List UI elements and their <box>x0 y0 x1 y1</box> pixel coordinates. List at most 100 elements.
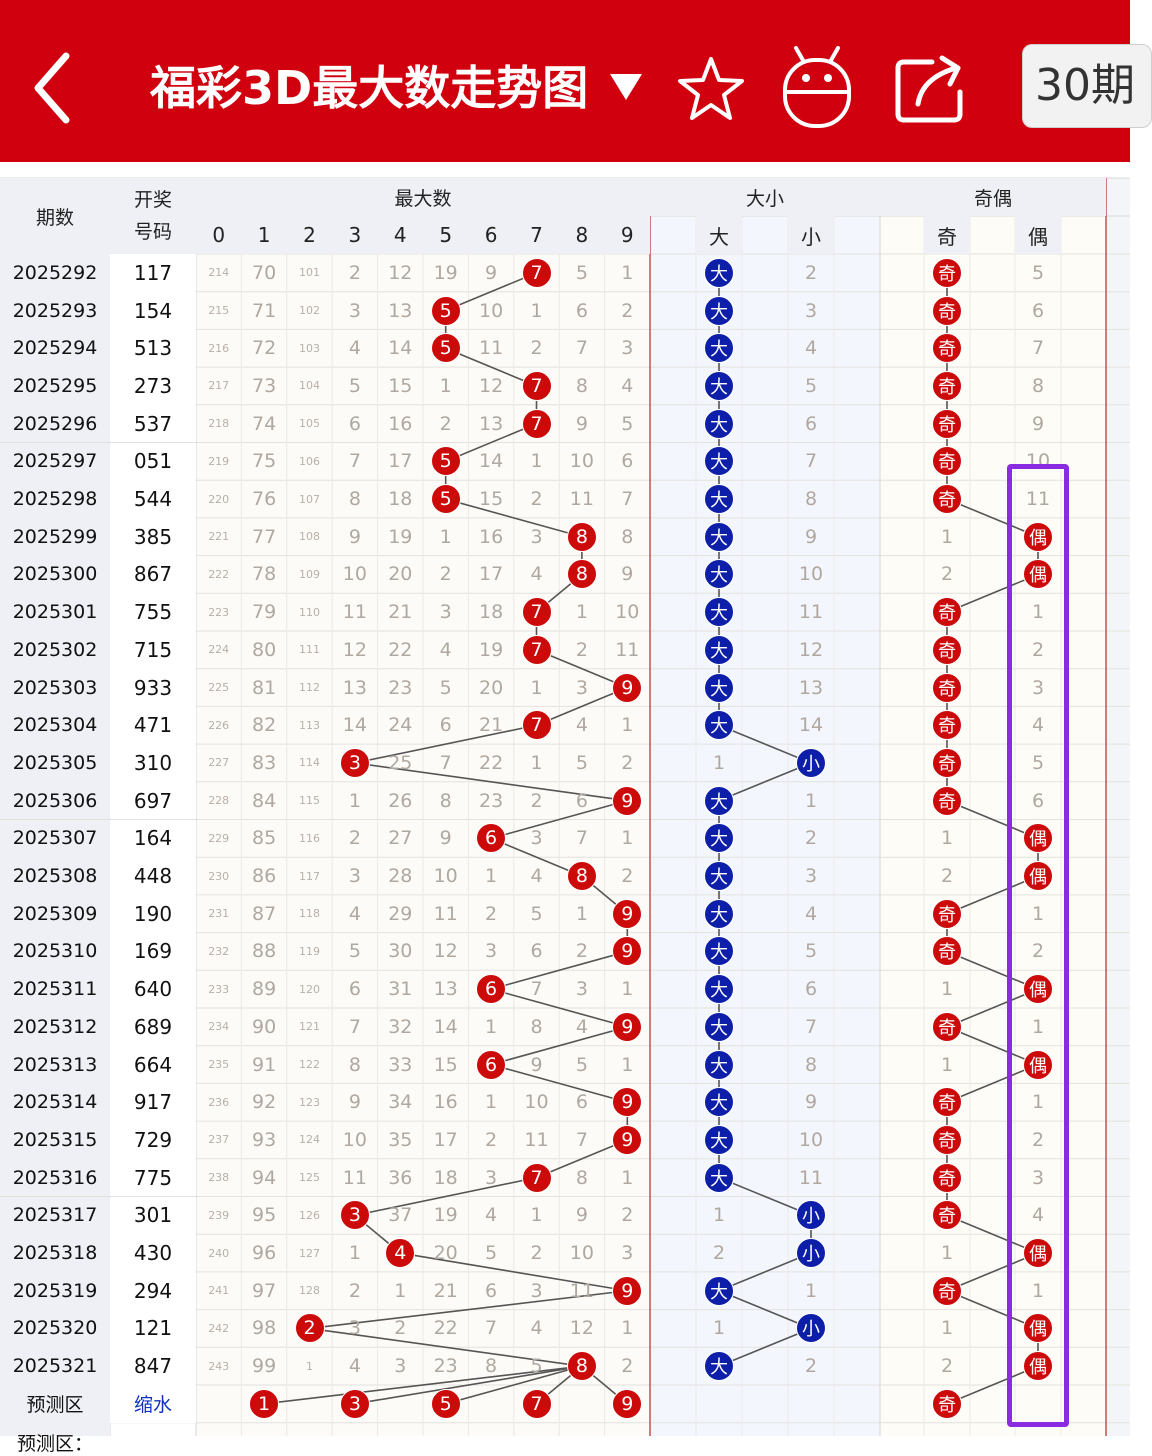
size-ball: 大 <box>704 521 734 552</box>
miss-count-cell: 121 <box>298 1020 320 1034</box>
prediction-digit-ball: 5 <box>430 1388 461 1419</box>
size-miss-cell: 1 <box>712 751 726 774</box>
miss-count-cell: 119 <box>298 944 320 958</box>
max-digit-ball: 7 <box>521 597 552 628</box>
miss-count-cell: 6 <box>575 789 588 812</box>
parity-miss-cell: 1 <box>940 1053 954 1076</box>
parity-ball: 奇 <box>932 597 962 628</box>
prediction-digit-ball: 9 <box>612 1388 643 1419</box>
miss-count-cell: 4 <box>575 714 588 737</box>
trend-segment <box>946 1214 1039 1254</box>
parity-miss-cell: 11 <box>1025 488 1051 511</box>
miss-count-cell: 23 <box>388 676 413 699</box>
trend-segment <box>718 1290 812 1330</box>
parity-miss-cell: 1 <box>940 978 954 1001</box>
miss-count-cell: 219 <box>208 454 230 468</box>
miss-count-cell: 1 <box>621 261 634 284</box>
miss-count-cell: 215 <box>208 304 230 318</box>
miss-count-cell: 230 <box>208 869 230 883</box>
digit-header-8: 8 <box>559 216 605 254</box>
back-arrow-icon[interactable] <box>28 48 78 128</box>
period-select-button[interactable]: 30期 <box>1022 44 1152 128</box>
miss-count-cell: 101 <box>298 266 320 280</box>
miss-count-cell: 3 <box>530 525 543 548</box>
miss-count-cell: 8 <box>439 789 452 812</box>
miss-count-cell: 2 <box>530 789 543 812</box>
parity-miss-cell: 2 <box>940 865 954 888</box>
share-icon[interactable] <box>892 52 970 126</box>
miss-count-cell: 35 <box>388 1128 413 1151</box>
miss-count-cell: 3 <box>621 337 634 360</box>
miss-count-cell: 2 <box>394 1317 407 1340</box>
parity-miss-cell: 8 <box>1031 374 1045 397</box>
miss-count-cell: 14 <box>342 714 367 737</box>
miss-count-cell: 2 <box>348 261 361 284</box>
issue-cell: 2025300 <box>0 555 110 594</box>
draw-number-cell: 273 <box>110 367 196 405</box>
miss-count-cell: 4 <box>485 1204 498 1227</box>
miss-count-cell: 10 <box>569 450 594 473</box>
miss-count-cell: 236 <box>208 1095 230 1109</box>
miss-count-cell: 79 <box>251 601 277 624</box>
miss-count-cell: 231 <box>208 907 230 921</box>
parity-ball: 奇 <box>932 747 962 778</box>
size-miss-cell: 14 <box>798 714 824 737</box>
size-miss-cell: 9 <box>804 1091 818 1114</box>
parity-miss-cell: 1 <box>1031 1015 1045 1038</box>
max-digit-ball: 5 <box>430 295 461 326</box>
miss-count-cell: 3 <box>575 978 588 1001</box>
dropdown-triangle-icon[interactable] <box>606 66 646 106</box>
miss-count-cell: 220 <box>208 492 230 506</box>
miss-count-cell: 1 <box>485 1091 498 1114</box>
miss-count-cell: 89 <box>251 978 277 1001</box>
miss-count-cell: 1 <box>621 827 634 850</box>
parity-miss-cell: 7 <box>1031 337 1045 360</box>
issue-cell: 2025301 <box>0 593 110 631</box>
page-title[interactable]: 福彩3D最大数走势图 <box>150 61 589 115</box>
miss-count-cell: 2 <box>485 1128 498 1151</box>
miss-count-cell: 20 <box>433 1242 458 1265</box>
miss-count-cell: 86 <box>251 865 277 888</box>
parity-ball: 偶 <box>1023 974 1053 1005</box>
miss-count-cell: 11 <box>342 1166 367 1189</box>
miss-count-cell: 72 <box>251 337 277 360</box>
size-ball: 大 <box>704 559 734 590</box>
miss-count-cell: 222 <box>208 567 230 581</box>
size-miss-cell: 10 <box>798 563 824 586</box>
miss-count-cell: 103 <box>298 341 320 355</box>
miss-count-cell: 9 <box>348 525 361 548</box>
prediction-parity-ball: 奇 <box>932 1388 962 1419</box>
parity-ball: 奇 <box>932 634 962 665</box>
miss-count-cell: 26 <box>388 789 413 812</box>
draw-number-cell: 537 <box>110 404 196 443</box>
issue-cell: 2025296 <box>0 404 110 443</box>
miss-count-cell: 6 <box>575 299 588 322</box>
miss-count-cell: 94 <box>251 1166 277 1189</box>
next-row-label: 预测区： <box>0 1422 110 1455</box>
subheader-odd: 奇 <box>924 216 970 254</box>
miss-count-cell: 14 <box>478 450 504 473</box>
shrink-link[interactable]: 缩水 <box>110 1385 196 1423</box>
miss-count-cell: 1 <box>575 601 588 624</box>
miss-count-cell: 19 <box>433 261 458 284</box>
size-ball: 大 <box>704 257 734 288</box>
miss-count-cell: 73 <box>251 374 277 397</box>
draw-number-cell: 117 <box>110 254 196 292</box>
favorite-star-icon[interactable] <box>676 54 746 124</box>
miss-count-cell: 9 <box>439 827 452 850</box>
parity-miss-cell: 2 <box>1031 940 1045 963</box>
miss-count-cell: 233 <box>208 982 230 996</box>
miss-count-cell: 9 <box>485 261 498 284</box>
miss-count-cell: 5 <box>439 676 452 699</box>
miss-count-cell: 8 <box>575 1166 588 1189</box>
max-digit-ball: 8 <box>566 861 597 892</box>
issue-cell: 2025314 <box>0 1083 110 1122</box>
max-digit-ball: 3 <box>339 747 370 778</box>
robot-icon[interactable] <box>780 44 854 130</box>
trend-segment <box>718 1327 812 1367</box>
miss-count-cell: 19 <box>478 638 504 661</box>
miss-count-cell: 10 <box>342 1128 367 1151</box>
miss-count-cell: 11 <box>569 488 594 511</box>
miss-count-cell: 9 <box>348 1091 361 1114</box>
